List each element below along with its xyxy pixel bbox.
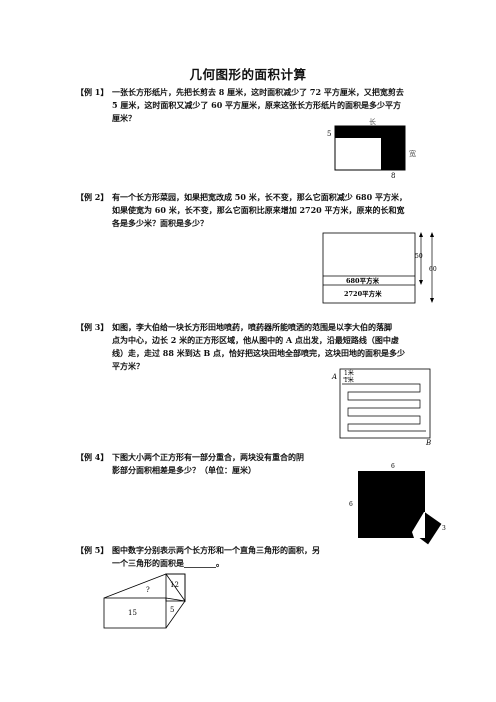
ex2-area-2720: 2720平方米 <box>344 289 382 298</box>
ex3-label-a: A <box>331 373 337 381</box>
example-3-text: 如图，李大伯给一块长方形田地喷药，喷药器所能喷洒的范围是以李大伯的落脚 点为中心… <box>112 322 406 371</box>
ex1-label-top: 长 <box>369 117 376 126</box>
example-1-text: 一张长方形纸片，先把长剪去 8 厘米，这时面积减少了 72 平方厘米，又把宽剪去… <box>112 87 404 123</box>
ex1-label-left: 5 <box>327 130 331 138</box>
ex5-label-12: 12 <box>170 581 179 589</box>
example-5-tag: 【例 5】 <box>76 545 109 555</box>
ex5-label-5: 5 <box>170 606 174 614</box>
ex5-label-15: 15 <box>128 609 137 617</box>
ex2-label-50: 50 <box>415 253 423 260</box>
ex1-label-bottom: 8 <box>391 172 395 180</box>
example-5-text: 图中数字分别表示两个长方形和一个直角三角形的面积，另 一个三角形的面积是____… <box>112 545 320 568</box>
example-3-figure: 1米 1米 A B <box>331 368 431 446</box>
example-2-text: 有一个长方形菜园，如果把宽改成 50 米，长不变，那么它面积减少 680 平方米… <box>112 192 407 228</box>
example-4-tag: 【例 4】 <box>76 452 109 462</box>
example-1-tag: 【例 1】 <box>76 87 109 97</box>
example-4-figure: 6 6 3 <box>349 463 446 545</box>
ex2-label-60: 60 <box>429 266 437 273</box>
ex3-path <box>342 383 426 432</box>
ex4-label-left: 6 <box>349 501 353 508</box>
example-4-text: 下图大小两个正方形有一部分重合，两块没有重合的阴 影部分面积相差是多少？（单位：… <box>112 452 304 475</box>
ex4-label-top: 6 <box>391 463 395 470</box>
ex3-label-1m-top: 1米 <box>344 369 354 377</box>
example-1-figure: 长 5 宽 8 <box>327 117 416 180</box>
ex2-area-680: 680平方米 <box>346 276 380 285</box>
ex3-label-b: B <box>425 439 431 446</box>
example-2-figure: 680平方米 2720平方米 50 60 <box>322 232 437 304</box>
example-5-figure: 12 ? 15 5 <box>103 573 186 629</box>
ex4-label-small: 3 <box>442 525 446 532</box>
example-2-tag: 【例 2】 <box>76 192 109 202</box>
ex5-label-q: ? <box>146 586 150 594</box>
page-title: 几何图形的面积计算 <box>189 67 307 82</box>
ex1-label-right: 宽 <box>409 149 416 158</box>
ex3-label-1m-bottom: 1米 <box>344 376 354 384</box>
example-3-tag: 【例 3】 <box>76 322 109 332</box>
